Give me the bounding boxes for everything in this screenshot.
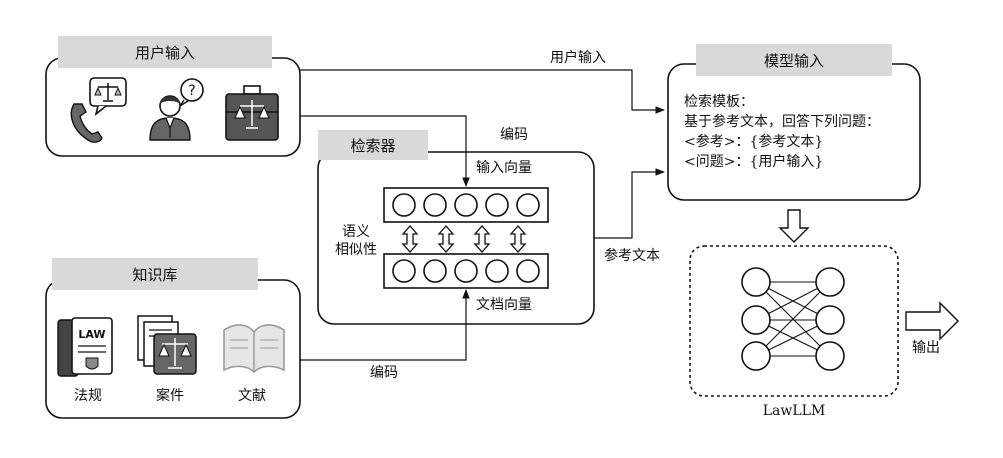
edge-label-encode-top: 编码 [500, 127, 528, 143]
kb-item-cases: 案件 [156, 387, 184, 404]
retriever-header [318, 130, 428, 160]
open-book-icon [223, 324, 285, 374]
svg-text:?: ? [188, 83, 195, 99]
law-book-icon: LAW [57, 317, 113, 377]
model-input-box: 模型输入 检索模板： 基于参考文本，回答下列问题： <参考>：{参考文本} <问… [667, 44, 921, 201]
kb-item-laws: 法规 [74, 388, 102, 404]
doc-vector [383, 253, 549, 289]
user-input-title: 用户输入 [135, 44, 195, 62]
doc-vector-label: 文档向量 [476, 297, 532, 313]
model-input-line-4: <问题>：{用户输入} [684, 153, 823, 170]
input-vector-label: 输入向量 [476, 160, 532, 176]
model-input-line-3: <参考>：{参考文本} [684, 133, 823, 150]
edge-label-reference-text: 参考文本 [604, 247, 660, 264]
model-input-line-2: 基于参考文本，回答下列问题： [684, 113, 880, 130]
person-question-icon: ? [149, 78, 204, 141]
edge-user-to-input-vector [300, 115, 470, 187]
retriever-box: 检索器 输入向量 文档向量 语义 相似性 [317, 130, 595, 325]
model-input-line-1: 检索模板： [684, 93, 754, 110]
neural-net-nodes [741, 267, 845, 371]
knowledge-base-header [52, 258, 258, 290]
down-hollow-arrow [778, 209, 810, 243]
edge-label-user-input: 用户输入 [550, 49, 606, 66]
edge-kb-to-doc-vector [300, 289, 470, 361]
edge-user-to-model [300, 69, 665, 114]
kb-item-literature: 文献 [238, 388, 266, 404]
output-label: 输出 [912, 340, 940, 356]
user-input-box: 用户输入 ? [45, 36, 301, 157]
knowledge-base-box: 知识库 LAW 法规 案件 [45, 258, 301, 419]
model-input-header [696, 44, 892, 76]
similarity-label-line1: 语义 [342, 224, 370, 240]
briefcase-icon [225, 85, 279, 141]
retriever-title: 检索器 [350, 137, 395, 155]
model-input-title: 模型输入 [764, 52, 824, 70]
phone-scales-icon [70, 77, 127, 143]
output-hollow-arrow [905, 301, 959, 341]
knowledge-base-title: 知识库 [132, 266, 177, 284]
model-name: LawLLM [763, 403, 826, 419]
similarity-label-line2: 相似性 [335, 242, 377, 258]
similarity-arrows [401, 225, 527, 253]
edge-retriever-to-model [594, 168, 665, 239]
lawllm-box: LawLLM [689, 245, 899, 419]
user-input-header [58, 36, 272, 68]
case-documents-icon [137, 315, 197, 375]
input-vector [383, 187, 549, 223]
edge-label-encode-bottom: 编码 [370, 365, 398, 381]
law-badge: LAW [78, 328, 105, 341]
